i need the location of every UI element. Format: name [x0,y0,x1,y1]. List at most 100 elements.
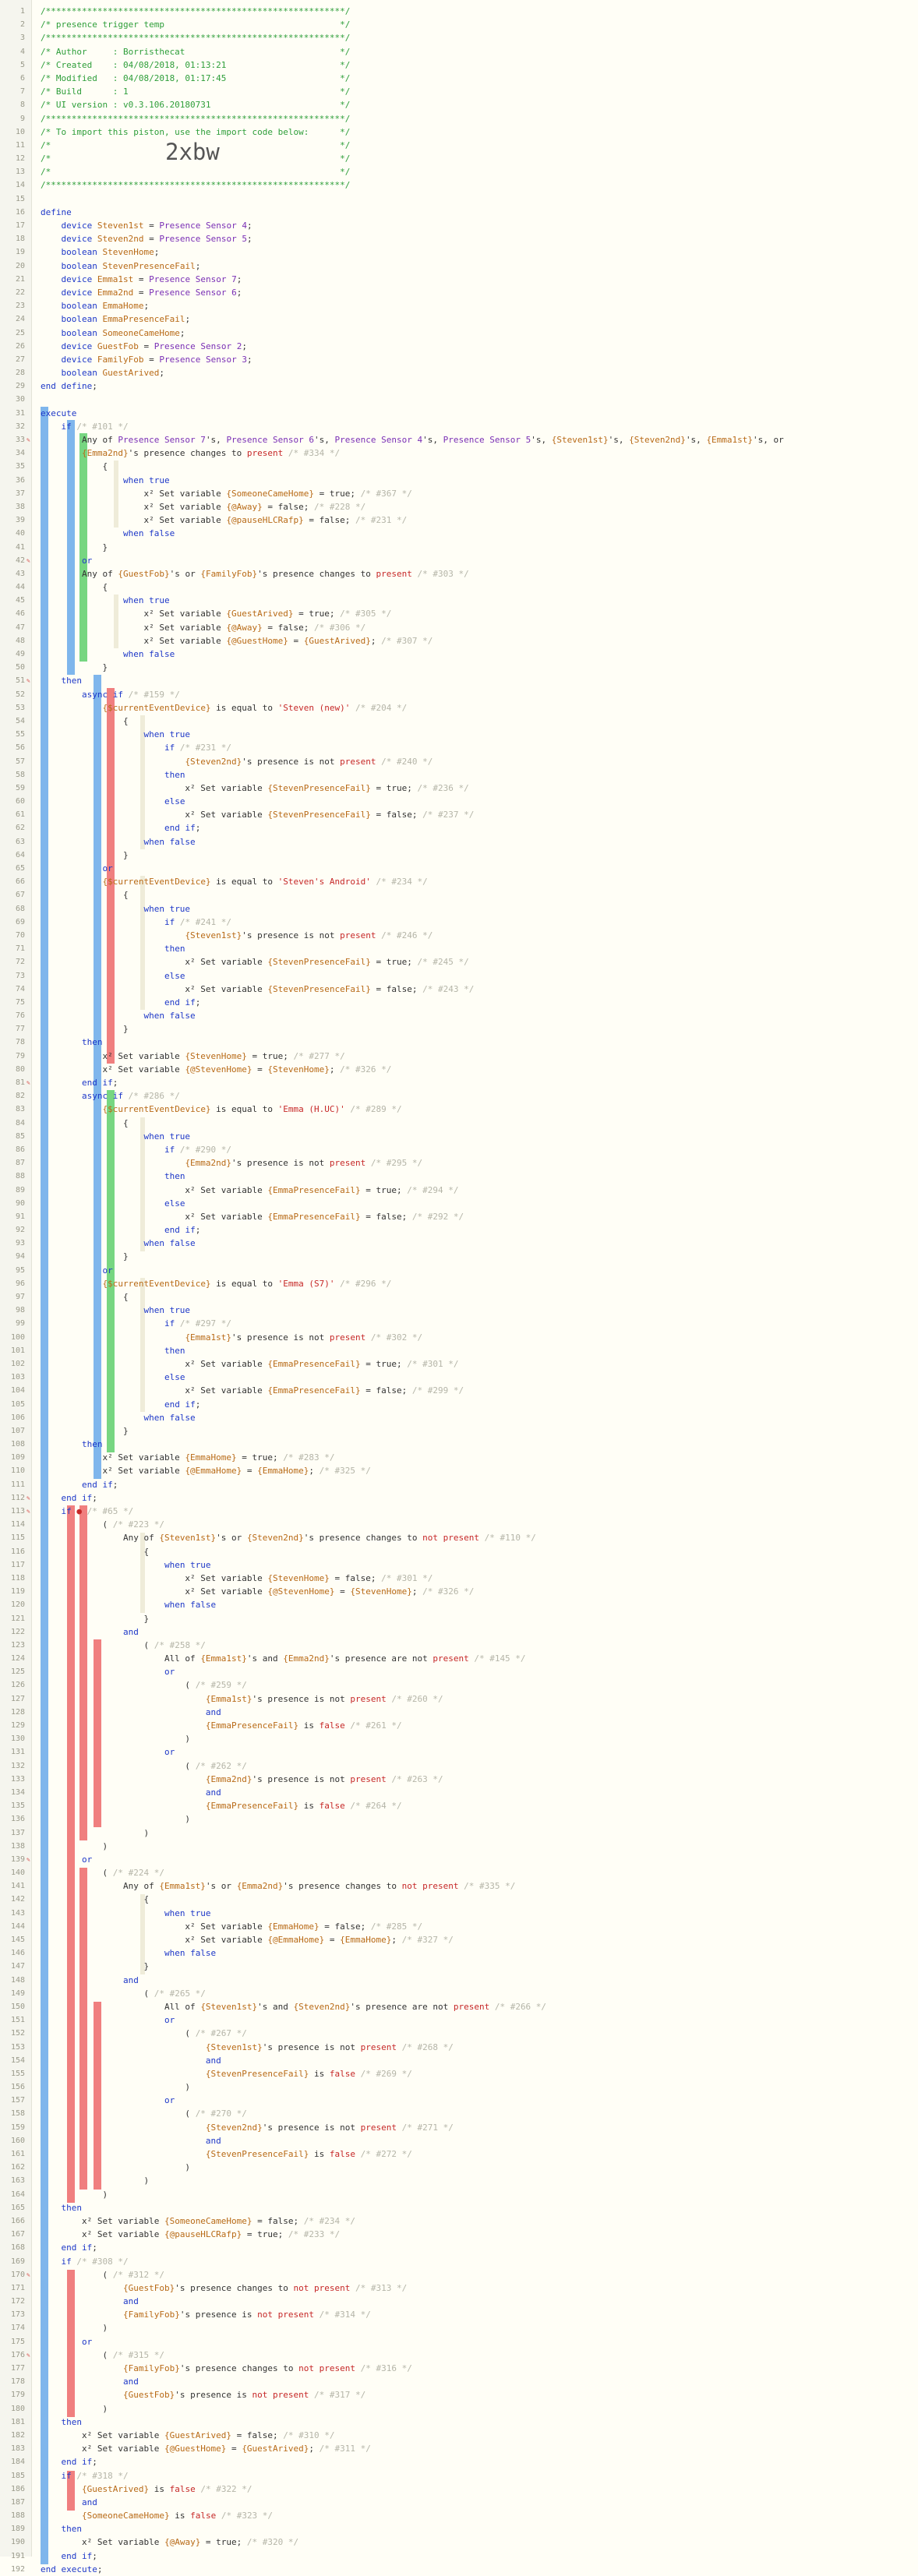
code-line[interactable]: 10/* To import this piston, use the impo… [0,125,918,139]
code-line[interactable]: 7/* Build : 1 */ [0,85,918,98]
code-line[interactable]: 45 when true [0,594,918,607]
code-line[interactable]: 140 ( /* #224 */ [0,1866,918,1879]
code-line[interactable]: 13/* */ [0,165,918,178]
code-line[interactable]: 18 device Steven2nd = Presence Sensor 5; [0,232,918,245]
code-line[interactable]: 74 x² Set variable {StevenPresenceFail} … [0,983,918,996]
code-line[interactable]: 141 Any of {Emma1st}'s or {Emma2nd}'s pr… [0,1879,918,1893]
code-line[interactable]: 181 then [0,2415,918,2429]
code-line[interactable]: 24 boolean EmmaPresenceFail; [0,312,918,326]
code-line[interactable]: 167 x² Set variable {@pauseHLCRafp} = tr… [0,2228,918,2241]
code-line[interactable]: 119 x² Set variable {@StevenHome} = {Ste… [0,1585,918,1598]
code-line[interactable]: 176 ( /* #315 */ [0,2348,918,2362]
code-line[interactable]: 37 x² Set variable {SomeoneCameHome} = t… [0,487,918,500]
code-line[interactable]: 60 else [0,795,918,808]
code-line[interactable]: 90 else [0,1197,918,1210]
code-line[interactable]: 11/* */ [0,139,918,152]
code-line[interactable]: 130 ) [0,1732,918,1745]
code-line[interactable]: 174 ) [0,2321,918,2334]
code-line[interactable]: 78 then [0,1036,918,1049]
code-line[interactable]: 148 and [0,1974,918,1987]
code-line[interactable]: 9/**************************************… [0,112,918,125]
code-line[interactable]: 160 and [0,2134,918,2147]
code-line[interactable]: 126 ( /* #259 */ [0,1678,918,1692]
code-line[interactable]: 41 } [0,541,918,554]
code-line[interactable]: 134 and [0,1786,918,1799]
code-line[interactable]: 87 {Emma2nd}'s presence is not present /… [0,1156,918,1170]
code-line[interactable]: 54 { [0,715,918,728]
code-view[interactable]: 1/**************************************… [0,5,918,2576]
code-line[interactable]: 40 when false [0,527,918,540]
code-line[interactable]: 132 ( /* #262 */ [0,1759,918,1773]
code-line[interactable]: 67 { [0,888,918,902]
code-line[interactable]: 187 and [0,2496,918,2509]
code-line[interactable]: 189 then [0,2522,918,2535]
code-line[interactable]: 99 if /* #297 */ [0,1317,918,1330]
code-line[interactable]: 63 when false [0,835,918,849]
code-line[interactable]: 157 or [0,2094,918,2107]
code-line[interactable]: 151 or [0,2013,918,2027]
code-line[interactable]: 158 ( /* #270 */ [0,2107,918,2120]
code-line[interactable]: 68 when true [0,902,918,916]
code-line[interactable]: 82 async if /* #286 */ [0,1089,918,1103]
code-line[interactable]: 173 {FamilyFob}'s presence is not presen… [0,2308,918,2321]
code-line[interactable]: 8/* UI version : v0.3.106.20180731 */ [0,98,918,111]
code-line[interactable]: 128 and [0,1706,918,1719]
code-line[interactable]: 77 } [0,1022,918,1036]
code-line[interactable]: 72 x² Set variable {StevenPresenceFail} … [0,955,918,969]
code-line[interactable]: 66 {$currentEventDevice} is equal to 'St… [0,875,918,888]
code-line[interactable]: 163 ) [0,2174,918,2187]
code-line[interactable]: 17 device Steven1st = Presence Sensor 4; [0,219,918,232]
code-line[interactable]: 103 else [0,1371,918,1384]
code-line[interactable]: 4/* Author : Borristhecat */ [0,45,918,58]
code-line[interactable]: 190 x² Set variable {@Away} = true; /* #… [0,2535,918,2549]
code-line[interactable]: 125 or [0,1665,918,1678]
code-line[interactable]: 86 if /* #290 */ [0,1143,918,1156]
code-line[interactable]: 159 {Steven2nd}'s presence is not presen… [0,2121,918,2134]
code-line[interactable]: 122 and [0,1625,918,1639]
code-line[interactable]: 33 Any of Presence Sensor 7's, Presence … [0,433,918,446]
code-line[interactable]: 32 if /* #101 */ [0,420,918,433]
code-line[interactable]: 161 {StevenPresenceFail} is false /* #27… [0,2147,918,2161]
code-line[interactable]: 144 x² Set variable {EmmaHome} = false; … [0,1920,918,1933]
code-line[interactable]: 35 { [0,460,918,473]
code-line[interactable]: 58 then [0,768,918,782]
code-line[interactable]: 62 end if; [0,821,918,835]
code-line[interactable]: 25 boolean SomeoneCameHome; [0,326,918,340]
code-line[interactable]: 65 or [0,862,918,875]
code-line[interactable]: 142 { [0,1893,918,1906]
code-line[interactable]: 12/* */ [0,152,918,165]
code-line[interactable]: 71 then [0,942,918,955]
code-line[interactable]: 114 ( /* #223 */ [0,1518,918,1531]
code-line[interactable]: 118 x² Set variable {StevenHome} = false… [0,1572,918,1585]
code-line[interactable]: 106 when false [0,1411,918,1424]
code-line[interactable]: 105 end if; [0,1398,918,1411]
code-line[interactable]: 110 x² Set variable {@EmmaHome} = {EmmaH… [0,1464,918,1477]
code-line[interactable]: 75 end if; [0,996,918,1009]
code-line[interactable]: 44 { [0,580,918,594]
code-line[interactable]: 3/**************************************… [0,31,918,44]
code-line[interactable]: 69 if /* #241 */ [0,916,918,929]
code-line[interactable]: 42 or [0,554,918,567]
code-line[interactable]: 143 when true [0,1907,918,1920]
code-line[interactable]: 166 x² Set variable {SomeoneCameHome} = … [0,2214,918,2228]
code-line[interactable]: 88 then [0,1170,918,1183]
code-line[interactable]: 153 {Steven1st}'s presence is not presen… [0,2041,918,2054]
code-line[interactable]: 146 when false [0,1946,918,1960]
code-line[interactable]: 172 and [0,2295,918,2308]
code-line[interactable]: 136 ) [0,1812,918,1826]
code-line[interactable]: 171 {GuestFob}'s presence changes to not… [0,2281,918,2295]
code-line[interactable]: 145 x² Set variable {@EmmaHome} = {EmmaH… [0,1933,918,1946]
code-line[interactable]: 84 { [0,1117,918,1130]
code-line[interactable]: 123 ( /* #258 */ [0,1639,918,1652]
code-line[interactable]: 109 x² Set variable {EmmaHome} = true; /… [0,1451,918,1464]
code-line[interactable]: 92 end if; [0,1223,918,1237]
code-line[interactable]: 28 boolean GuestArived; [0,366,918,379]
code-line[interactable]: 46 x² Set variable {GuestArived} = true;… [0,607,918,620]
code-line[interactable]: 188 {SomeoneCameHome} is false /* #323 *… [0,2509,918,2522]
code-line[interactable]: 85 when true [0,1130,918,1143]
code-line[interactable]: 14/*************************************… [0,178,918,192]
code-line[interactable]: 169 if /* #308 */ [0,2255,918,2268]
